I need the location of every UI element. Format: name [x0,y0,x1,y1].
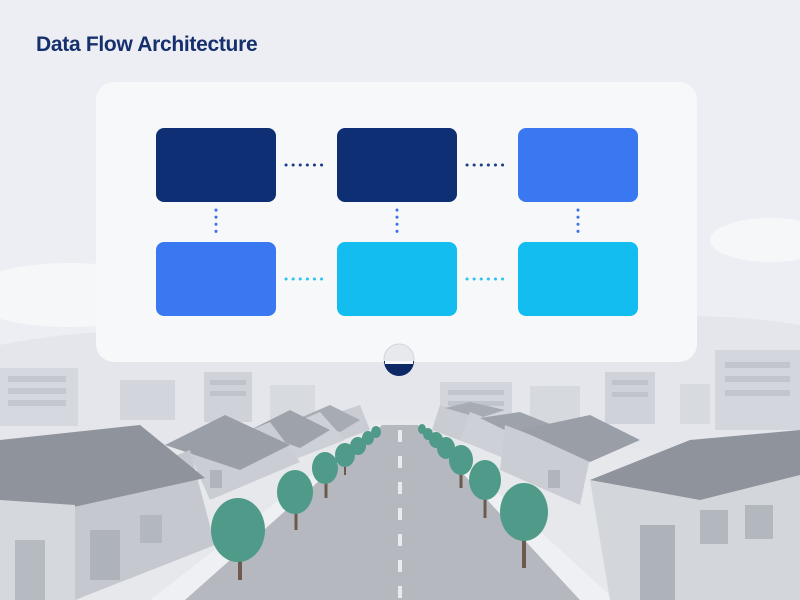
node-n1 [156,128,276,202]
node-n6 [518,242,638,316]
edge-layer [214,163,580,281]
node-layer [156,128,638,316]
node-n4 [156,242,276,316]
diagram-title: Data Flow Architecture [36,33,258,56]
node-n5 [337,242,457,316]
node-n2 [337,128,457,202]
half-filled-circle-icon [383,343,415,376]
diagram-panel [96,82,697,362]
node-n3 [518,128,638,202]
